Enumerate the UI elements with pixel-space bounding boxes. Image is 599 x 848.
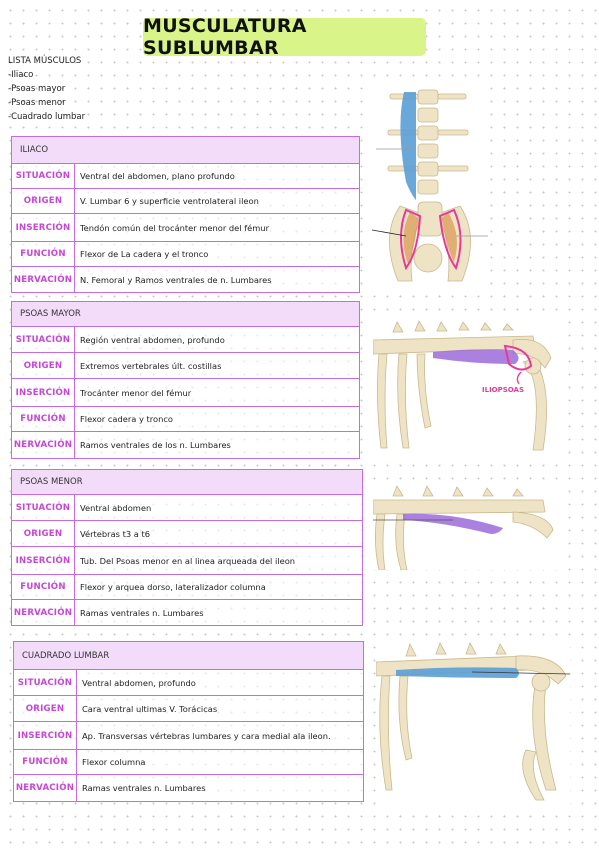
- section-psoas-mayor: PSOAS MAYOR SITUACIÓN Región ventral abdo…: [11, 301, 360, 459]
- row-nervacion: NERVACIÓN N. Femoral y Ramos ventrales de…: [12, 267, 359, 292]
- row-insercion: INSERCIÓN Tub. Del Psoas menor en al line…: [12, 547, 362, 575]
- row-funcion: FUNCIÓN Flexor columna: [14, 750, 363, 775]
- row-nervacion: NERVACIÓN Ramos ventrales de los n. Lumba…: [12, 432, 359, 458]
- row-situacion: SITUACIÓN Ventral abdomen: [12, 495, 362, 521]
- psoas-mayor-illustration: ILIOPSOAS: [373, 318, 558, 454]
- section-title: PSOAS MAYOR: [12, 302, 359, 327]
- row-value: Tub. Del Psoas menor en al linea arquead…: [80, 555, 296, 566]
- iliopsoas-label: ILIOPSOAS: [482, 386, 524, 394]
- muscle-list-item: -Psoas mayor: [8, 84, 66, 94]
- muscle-list-item: -Iliaco: [8, 70, 34, 80]
- row-insercion: INSERCIÓN Tendón común del trocánter meno…: [12, 214, 359, 242]
- row-value: Ventral abdomen: [80, 502, 152, 513]
- row-label: FUNCIÓN: [14, 750, 77, 774]
- row-insercion: INSERCIÓN Ap. Transversas vértebras lumba…: [14, 722, 363, 750]
- row-situacion: SITUACIÓN Ventral abdomen, profundo: [14, 670, 363, 696]
- row-label: SITUACIÓN: [14, 670, 77, 695]
- row-funcion: FUNCIÓN Flexor cadera y tronco: [12, 407, 359, 432]
- row-value: Ap. Transversas vértebras lumbares y car…: [82, 730, 331, 741]
- row-value: N. Femoral y Ramos ventrales de n. Lumba…: [80, 274, 272, 285]
- row-label: ORIGEN: [14, 696, 77, 721]
- section-psoas-menor: PSOAS MENOR SITUACIÓN Ventral abdomen ORI…: [11, 469, 363, 626]
- row-value: Tendón común del trocánter menor del fém…: [80, 222, 269, 233]
- row-value: V. Lumbar 6 y superficie ventrolateral i…: [80, 196, 259, 206]
- row-value: Ramas ventrales n. Lumbares: [82, 783, 206, 793]
- row-value: Cara ventral ultimas V. Torácicas: [82, 703, 218, 714]
- row-label: INSERCIÓN: [14, 722, 77, 749]
- section-title: CUADRADO LUMBAR: [14, 642, 363, 670]
- row-nervacion: NERVACIÓN Ramas ventrales n. Lumbares: [12, 600, 362, 625]
- row-label: SITUACIÓN: [12, 164, 75, 188]
- row-label: ORIGEN: [12, 521, 75, 546]
- muscle-list-item: -Cuadrado lumbar: [8, 112, 86, 122]
- row-label: INSERCIÓN: [12, 547, 75, 574]
- row-label: NERVACIÓN: [12, 432, 75, 458]
- row-label: NERVACIÓN: [12, 600, 75, 625]
- cuadrado-lumbar-illustration: [376, 640, 570, 808]
- row-label: FUNCIÓN: [12, 407, 75, 431]
- row-label: FUNCIÓN: [12, 242, 75, 266]
- row-value: Ventral abdomen, profundo: [82, 677, 196, 688]
- section-cuadrado-lumbar: CUADRADO LUMBAR SITUACIÓN Ventral abdomen…: [13, 641, 364, 802]
- row-value: Trocánter menor del fémur: [80, 387, 192, 398]
- psoas-menor-illustration: [373, 484, 558, 570]
- row-funcion: FUNCIÓN Flexor de La cadera y el tronco: [12, 242, 359, 267]
- row-value: Flexor cadera y tronco: [80, 414, 173, 424]
- row-insercion: INSERCIÓN Trocánter menor del fémur: [12, 379, 359, 407]
- row-label: ORIGEN: [12, 353, 75, 378]
- row-value: Ramos ventrales de los n. Lumbares: [80, 440, 231, 450]
- row-situacion: SITUACIÓN Ventral del abdomen, plano prof…: [12, 164, 359, 189]
- row-origen: ORIGEN Cara ventral ultimas V. Torácicas: [14, 696, 363, 722]
- section-title: PSOAS MENOR: [12, 470, 362, 495]
- page-title: MUSCULATURA SUBLUMBAR: [143, 15, 426, 59]
- row-label: INSERCIÓN: [12, 214, 75, 241]
- row-value: Flexor y arquea dorso, lateralizador col…: [80, 582, 266, 592]
- row-origen: ORIGEN Vértebras t3 a t6: [12, 521, 362, 547]
- row-value: Flexor de La cadera y el tronco: [80, 249, 209, 259]
- section-title: ILIACO: [12, 137, 359, 164]
- row-funcion: FUNCIÓN Flexor y arquea dorso, lateraliza…: [12, 575, 362, 600]
- row-nervacion: NERVACIÓN Ramas ventrales n. Lumbares: [14, 775, 363, 801]
- row-situacion: SITUACIÓN Región ventral abdomen, profund…: [12, 327, 359, 353]
- muscle-list-heading: LISTA MÚSCULOS: [8, 56, 82, 66]
- muscle-list-item: -Psoas menor: [8, 98, 66, 108]
- row-label: SITUACIÓN: [12, 495, 75, 520]
- muscle-list: LISTA MÚSCULOS -Iliaco -Psoas mayor -Pso…: [8, 54, 85, 124]
- row-value: Ramas ventrales n. Lumbares: [80, 607, 204, 618]
- row-value: Extremos vertebrales últ. costillas: [80, 360, 222, 371]
- row-label: NERVACIÓN: [14, 775, 77, 801]
- row-origen: ORIGEN Extremos vertebrales últ. costilla…: [12, 353, 359, 379]
- row-value: Ventral del abdomen, plano profundo: [80, 171, 235, 181]
- row-label: INSERCIÓN: [12, 379, 75, 406]
- row-origen: ORIGEN V. Lumbar 6 y superficie ventrolat…: [12, 189, 359, 214]
- row-label: SITUACIÓN: [12, 327, 75, 352]
- section-iliaco: ILIACO SITUACIÓN Ventral del abdomen, pla…: [11, 136, 360, 293]
- iliaco-illustration: [370, 86, 490, 290]
- row-value: Vértebras t3 a t6: [80, 528, 151, 539]
- row-label: ORIGEN: [12, 189, 75, 213]
- row-label: FUNCIÓN: [12, 575, 75, 599]
- row-value: Región ventral abdomen, profundo: [80, 334, 225, 345]
- row-label: NERVACIÓN: [12, 267, 75, 292]
- row-value: Flexor columna: [82, 757, 146, 767]
